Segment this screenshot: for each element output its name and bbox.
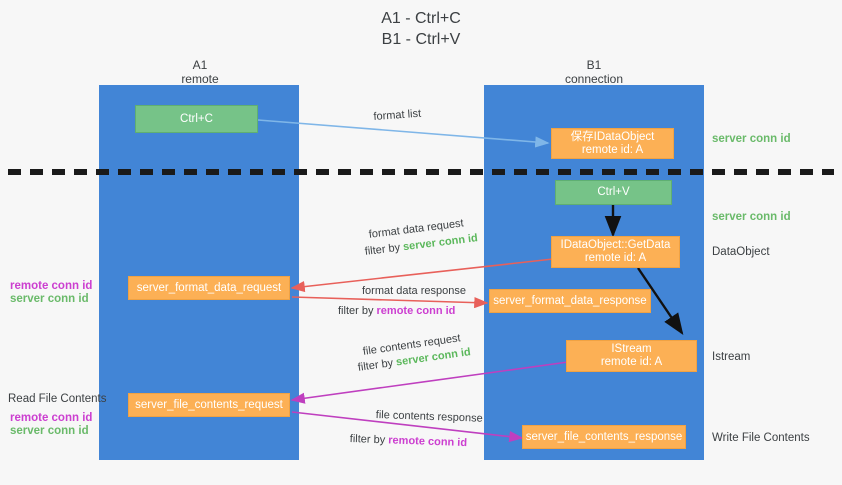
box-getdata-line1: IDataObject::GetData — [560, 239, 671, 251]
edge-label-format-list: format list — [373, 107, 422, 123]
column-b1-sub: connection — [564, 72, 624, 86]
side-label-read-file-contents: Read File Contents — [8, 393, 107, 405]
box-getdata-line2: remote id: A — [584, 252, 647, 264]
box-save-idataobject-line1: 保存IDataObject — [570, 130, 655, 143]
box-server-file-contents-response-label: server_file_contents_response — [525, 430, 683, 443]
box-istream-line1: IStream — [611, 343, 652, 355]
box-server-format-data-request-label: server_format_data_request — [136, 281, 282, 294]
filter-by-text-3: filter by — [357, 357, 394, 374]
filter-remote-conn-id-1: remote conn id — [376, 305, 456, 317]
box-save-idataobject-line2: remote id: A — [581, 143, 644, 156]
box-save-idataobject[interactable]: 保存IDataObject remote id: A — [551, 128, 674, 159]
title-line-1: A1 - Ctrl+C — [381, 10, 461, 27]
box-server-file-contents-request[interactable]: server_file_contents_request — [128, 393, 290, 417]
side-label-write-file-contents: Write File Contents — [712, 432, 810, 444]
box-ctrl-c-label: Ctrl+C — [180, 112, 213, 125]
box-server-file-contents-request-label: server_file_contents_request — [135, 398, 283, 411]
filter-by-text-2: filter by — [338, 305, 374, 317]
edge-label-format-data-response-filter: filter by remote conn id — [338, 304, 455, 318]
side-label-server-conn-id-lower: server conn id — [10, 425, 89, 437]
edge-label-file-contents-response-filter: filter by remote conn id — [350, 432, 468, 450]
filter-by-text-1: filter by — [364, 241, 401, 258]
side-label-server-conn-id-top: server conn id — [712, 133, 791, 145]
side-label-server-conn-id-mid: server conn id — [712, 211, 791, 223]
column-a1-name: A1 — [192, 58, 208, 72]
filter-by-text-4: filter by — [349, 432, 386, 447]
box-istream-line2: remote id: A — [600, 356, 663, 368]
edge-label-format-data-response: format data response — [362, 285, 466, 297]
page-title: A1 - Ctrl+C B1 - Ctrl+V — [0, 8, 842, 50]
box-istream[interactable]: IStream remote id: A — [566, 340, 697, 372]
title-line-2: B1 - Ctrl+V — [381, 31, 461, 48]
side-label-remote-conn-id-lower: remote conn id — [10, 412, 93, 424]
box-ctrl-c[interactable]: Ctrl+C — [135, 105, 258, 133]
side-label-server-conn-id-upper: server conn id — [10, 293, 89, 305]
filter-remote-conn-id-2: remote conn id — [388, 434, 468, 450]
side-label-dataobject: DataObject — [712, 246, 770, 258]
box-server-format-data-response[interactable]: server_format_data_response — [489, 289, 651, 313]
box-server-format-data-request[interactable]: server_format_data_request — [128, 276, 290, 300]
box-ctrl-v[interactable]: Ctrl+V — [555, 180, 672, 205]
column-header-b1: B1 connection — [494, 58, 694, 86]
column-b1-name: B1 — [586, 58, 602, 72]
box-server-file-contents-response[interactable]: server_file_contents_response — [522, 425, 686, 449]
side-label-istream: Istream — [712, 351, 751, 363]
column-a1-sub: remote — [181, 72, 219, 86]
box-server-format-data-response-label: server_format_data_response — [493, 294, 647, 307]
column-header-a1: A1 remote — [100, 58, 300, 86]
box-ctrl-v-label: Ctrl+V — [597, 186, 630, 198]
side-label-remote-conn-id-upper: remote conn id — [10, 280, 93, 292]
box-idataobject-getdata[interactable]: IDataObject::GetData remote id: A — [551, 236, 680, 268]
edge-label-file-contents-response: file contents response — [375, 408, 483, 425]
